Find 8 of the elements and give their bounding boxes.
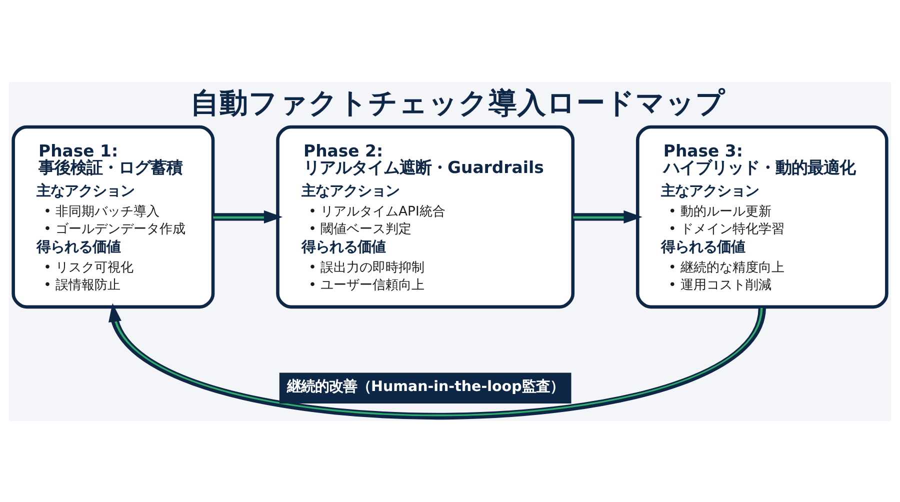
diagram-title: 自動ファクトチェック導入ロードマップ bbox=[190, 86, 726, 119]
arrow bbox=[573, 210, 642, 223]
arrow bbox=[108, 302, 766, 419]
node-box: Phase 2: リアルタイム遮断・Guardrails 主なアクション • リアルタイムAPI統合 • 閾値ベース判定 得られる価値 • 誤出力の即時抑制 • ユーザー信頼向上 bbox=[276, 124, 575, 308]
edge-label: 継続的改善（Human-in-the-loop監査） bbox=[287, 378, 564, 394]
node-box: Phase 1: 事後検証・ログ蓄積 主なアクション • 非同期バッチ導入 • ゴールデンデータ作成 得られる価値 • リスク可視化 • 誤情報防止 bbox=[12, 124, 215, 308]
arrow bbox=[213, 210, 283, 223]
node-box: Phase 3: ハイブリッド・動的最適化 主なアクション • 動的ルール更新 • ドメイン特化学習 得られる価値 • 継続的な精度向上 • 運用コスト削減 bbox=[636, 124, 888, 308]
